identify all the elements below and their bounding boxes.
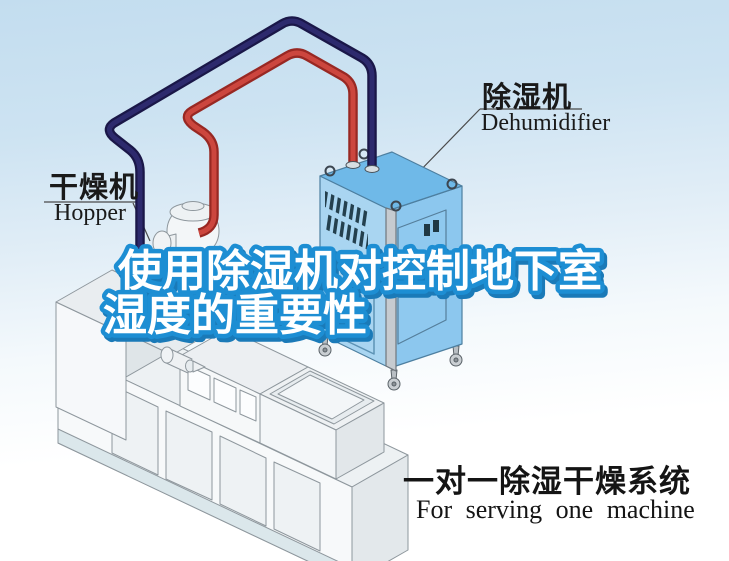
lifting-ring — [324, 165, 336, 177]
hose-fitting — [345, 161, 361, 169]
lifting-ring — [358, 148, 370, 160]
feeder-cone — [192, 360, 206, 373]
extruder-machine — [55, 269, 409, 561]
control-switch — [433, 220, 439, 232]
machine-panel — [165, 410, 213, 501]
vent-grille — [325, 191, 368, 228]
headline-line2-shadow: 湿度的重要性 — [106, 294, 370, 345]
control-switch — [424, 224, 430, 236]
caption-title-zh: 一对一除湿干燥系统 — [403, 464, 691, 499]
hopper-label-zh: 干燥机 — [49, 172, 140, 204]
headline-line1-shadow: 使用除湿机对控制地下室 — [121, 250, 605, 301]
hose-fitting — [364, 165, 380, 173]
housing-window — [187, 365, 211, 401]
caption-subtitle-en: For serving one machine — [416, 495, 695, 524]
machine-base-strip — [57, 428, 339, 561]
return-hose-navy-core — [107, 18, 375, 268]
dehumidifier-label-zh: 除湿机 — [482, 82, 573, 114]
caster — [449, 345, 463, 367]
headline: 使用除湿机对控制地下室 湿度的重要性 使用除湿机对控制地下室 湿度的重要性 — [99, 242, 610, 350]
housing-window — [213, 377, 237, 413]
dehumidifier-front-door — [329, 249, 375, 355]
dehumidifier-label-en: Dehumidifier — [481, 110, 611, 136]
hopper-lid-cap — [181, 201, 205, 211]
bin-right-face — [335, 402, 385, 480]
headline-line1: 使用除湿机对控制地下室 — [118, 246, 602, 297]
housing-window — [239, 389, 257, 422]
vent-grille — [325, 213, 368, 250]
dehumidifier-side-door — [397, 209, 447, 345]
machine-panel — [219, 435, 267, 527]
hopper-unit — [152, 201, 220, 337]
supply-hose-red-core — [185, 50, 356, 236]
feeder-cap — [160, 346, 174, 364]
lifting-ring — [390, 200, 402, 212]
headline-line2: 湿度的重要性 — [103, 290, 367, 341]
lifting-ring — [446, 178, 458, 190]
hopper-side-cylinder — [152, 230, 172, 256]
caster — [387, 369, 401, 391]
bin-lid-inner — [277, 374, 365, 420]
machine-panel — [273, 461, 321, 552]
air-hoses — [104, 16, 380, 268]
hopper-label-en: Hopper — [54, 200, 126, 226]
dehumidifier-leader-line — [413, 108, 481, 178]
